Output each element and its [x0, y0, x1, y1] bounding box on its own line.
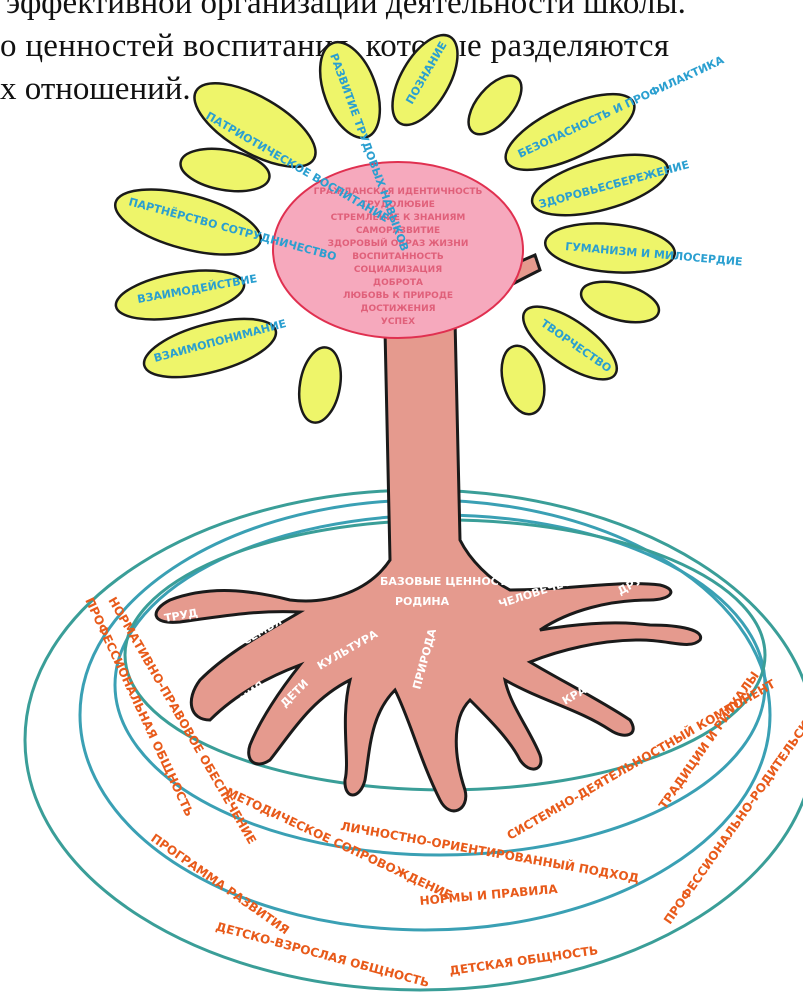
crown-value-8: ДОБРОТА	[373, 278, 423, 288]
leaf-label-safety: БЕЗОПАСНОСТЬ И ПРОФИЛАКТИКА	[516, 53, 727, 160]
crown-value-11: УСПЕХ	[381, 317, 415, 327]
crown-value-6: ВОСПИТАННОСТЬ	[352, 252, 444, 262]
leaf-empty-5	[495, 341, 552, 419]
ring-label-children: ДЕТСКАЯ ОБЩНОСТЬ	[448, 943, 599, 978]
crown-value-10: ДОСТИЖЕНИЯ	[360, 304, 435, 314]
crown-value-9: ЛЮБОВЬ К ПРИРОДЕ	[343, 291, 453, 301]
root-label-homeland: РОДИНА	[395, 595, 450, 608]
crown-value-7: СОЦИАЛИЗАЦИЯ	[354, 265, 442, 275]
leaf-empty-4	[294, 344, 347, 426]
root-label-base: БАЗОВЫЕ ЦЕННОСТИ	[380, 575, 515, 588]
leaf-empty-3	[577, 274, 664, 329]
